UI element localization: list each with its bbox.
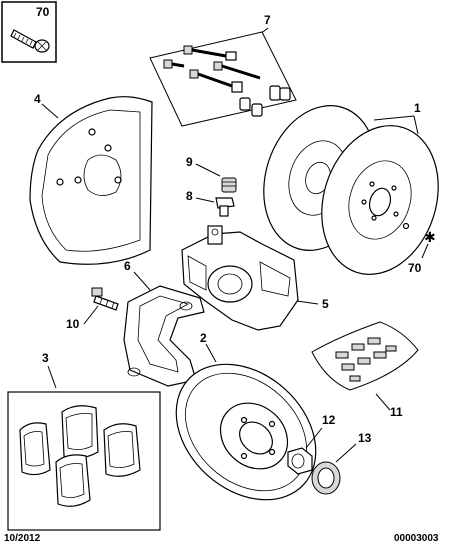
footer-date: 10/2012 xyxy=(4,533,41,544)
part-7-guide-pin-kit: 7 xyxy=(149,13,297,127)
brake-pad-icon xyxy=(19,422,51,476)
callout-70-box: 70 xyxy=(36,5,50,19)
callout-9: 9 xyxy=(186,155,193,169)
callout-4: 4 xyxy=(34,92,41,106)
callout-11: 11 xyxy=(390,405,403,419)
callout-10: 10 xyxy=(66,317,80,331)
part-70-disc-screw-marker: ✱ 70 xyxy=(408,230,436,275)
callout-5: 5 xyxy=(322,297,329,311)
hub-nut-icon xyxy=(287,447,313,475)
callout-3: 3 xyxy=(42,351,49,365)
part-13-hub-cap: 13 xyxy=(311,431,372,495)
guide-pin-icon xyxy=(189,69,243,93)
dust-cap-icon xyxy=(221,177,237,193)
part-11-pad-fitting-kit: 11 xyxy=(311,321,419,419)
callout-2: 2 xyxy=(200,331,207,345)
screw-70-icon xyxy=(10,29,50,53)
part-8-bleed-screw: 8 xyxy=(186,189,235,217)
bleed-screw-icon xyxy=(215,197,235,217)
brake-pad-icon xyxy=(61,405,99,459)
part-6-caliper-bracket: 6 xyxy=(123,259,205,387)
callout-12: 12 xyxy=(322,413,336,427)
callout-70-disc: 70 xyxy=(408,261,422,275)
callout-1: 1 xyxy=(414,101,421,115)
brake-pad-icon xyxy=(103,423,141,477)
guide-pin-icon xyxy=(213,61,261,80)
callout-7: 7 xyxy=(264,13,271,27)
part-12-hub-nut: 12 xyxy=(287,413,336,475)
callout-13: 13 xyxy=(358,431,372,445)
part-70-screw-box: 70 xyxy=(1,1,57,63)
callout-8: 8 xyxy=(186,189,193,203)
guide-pin-icon xyxy=(183,45,237,61)
hub-cap-icon xyxy=(311,461,341,495)
spring-clip-icon xyxy=(335,337,397,382)
part-9-bleed-cap: 9 xyxy=(186,155,237,193)
brake-disc-front-icon xyxy=(321,125,439,275)
callout-6: 6 xyxy=(124,259,131,273)
guide-pin-icon xyxy=(163,59,185,69)
brake-pad-icon xyxy=(55,454,91,507)
bolt-icon xyxy=(91,287,119,311)
part-2-brake-disc-hub: 2 xyxy=(175,331,317,501)
part-3-brake-pads-box: 3 xyxy=(7,351,161,531)
part-10-bracket-bolt: 10 xyxy=(66,287,119,331)
asterisk-marker-icon: ✱ xyxy=(424,230,436,246)
rubber-boot-icon xyxy=(239,85,291,117)
part-1-brake-discs: 1 xyxy=(263,101,439,275)
part-4-dust-shield: 4 xyxy=(29,92,153,265)
part-5-brake-caliper: 5 xyxy=(181,225,329,331)
footer-reference-number: 00003003 xyxy=(394,533,439,544)
